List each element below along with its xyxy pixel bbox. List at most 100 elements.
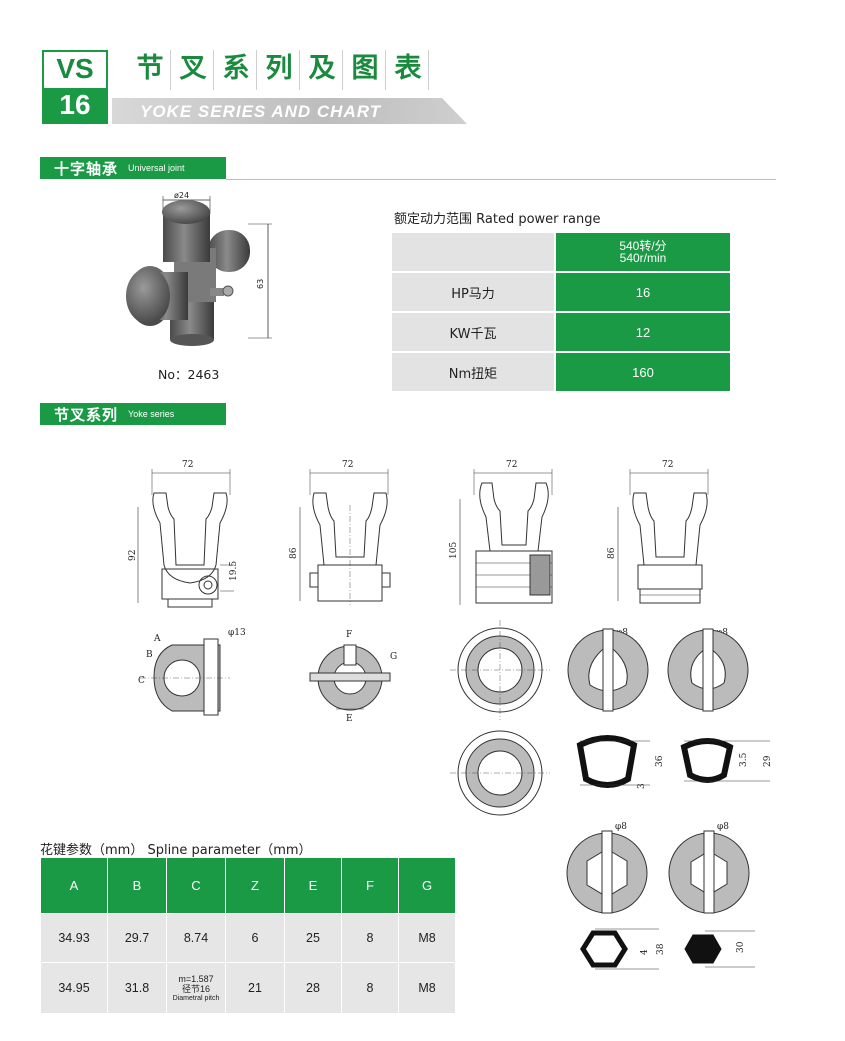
triangle-profile-2: 3.5 29 bbox=[680, 738, 773, 783]
dim-label: 86 bbox=[289, 547, 299, 559]
title-char: 表 bbox=[388, 50, 429, 90]
dim-label: 4 bbox=[640, 949, 650, 955]
yoke-4-drawing: 72 86 bbox=[607, 460, 709, 604]
table-row: KW千瓦 12 bbox=[390, 311, 732, 353]
triangle-bore-2: φ8 bbox=[667, 628, 749, 712]
table-cell: 31.8 bbox=[107, 962, 167, 1014]
table-cell: m=1.587 径节16 Diametral pitch bbox=[166, 962, 226, 1014]
phi-label: φ8 bbox=[615, 822, 627, 832]
dim-label: 72 bbox=[342, 460, 353, 470]
table-cell: 34.93 bbox=[40, 913, 108, 963]
dim-label: 72 bbox=[182, 460, 193, 470]
section-yoke-series: 节叉系列 Yoke series bbox=[40, 403, 226, 425]
col-header: F bbox=[341, 857, 399, 914]
table-row: 34.93 29.7 8.74 6 25 8 M8 bbox=[40, 913, 456, 963]
spline-table-title: 花键参数（mm） Spline parameter（mm） bbox=[40, 843, 312, 858]
section-title-cn: 节叉系列 bbox=[54, 405, 119, 424]
letter-label: E bbox=[346, 714, 353, 724]
bore-dim-label: φ13 bbox=[228, 628, 246, 638]
col-header: Z bbox=[225, 857, 285, 914]
triangle-bore-1: φ8 bbox=[567, 628, 649, 712]
table-cell: 25 bbox=[284, 913, 342, 963]
section-divider bbox=[226, 179, 776, 180]
table-row: 540转/分 540r/min bbox=[390, 231, 732, 273]
dim-label: 3 bbox=[637, 783, 647, 789]
series-code-bottom: 16 bbox=[44, 88, 106, 122]
dim-width-label: ø24 bbox=[174, 191, 189, 200]
speed-line2: 540r/min bbox=[619, 251, 667, 265]
speed-line1: 540转/分 bbox=[619, 239, 667, 253]
section-title-en: Yoke series bbox=[128, 409, 175, 419]
table-cell: 34.95 bbox=[40, 962, 108, 1014]
title-char: 系 bbox=[216, 50, 257, 90]
title-char: 及 bbox=[302, 50, 343, 90]
letter-label: F bbox=[346, 630, 352, 640]
col-header: G bbox=[398, 857, 456, 914]
power-label: HP马力 bbox=[390, 271, 556, 313]
dim-label: 86 bbox=[607, 547, 617, 559]
table-row: HP马力 16 bbox=[390, 271, 732, 313]
hex-drawings: φ8 φ8 4 38 30 bbox=[566, 822, 755, 970]
page-title-en: YOKE SERIES AND CHART bbox=[140, 102, 382, 121]
section-universal-joint: 十字轴承 Universal joint bbox=[40, 157, 226, 179]
page-title-cn: 节 叉 系 列 及 图 表 bbox=[130, 50, 429, 90]
letter-label: A bbox=[153, 634, 161, 644]
table-cell: M8 bbox=[398, 962, 456, 1014]
power-table: 540转/分 540r/min HP马力 16 KW千瓦 12 Nm扭矩 160 bbox=[390, 231, 732, 393]
cell-line: 径节16 bbox=[181, 983, 210, 994]
table-row: Nm扭矩 160 bbox=[390, 351, 732, 393]
section-2-drawing: F G E bbox=[309, 630, 397, 724]
yoke-3-drawing: 72 105 bbox=[449, 460, 553, 605]
dim-label: 29 bbox=[763, 755, 773, 767]
universal-joint-image: ø24 63 bbox=[126, 191, 272, 346]
dim-label: 36 bbox=[655, 755, 665, 767]
table-row: 34.95 31.8 m=1.587 径节16 Diametral pitch … bbox=[40, 962, 456, 1014]
hex-profile-1: 4 38 bbox=[580, 928, 666, 970]
col-header: B bbox=[107, 857, 167, 914]
dim-label: 72 bbox=[662, 460, 673, 470]
table-cell: 28 bbox=[284, 962, 342, 1014]
section-1-drawing: A B C φ13 bbox=[138, 628, 246, 716]
table-cell: 8 bbox=[341, 962, 399, 1014]
table-cell: 8.74 bbox=[166, 913, 226, 963]
table-cell: 6 bbox=[225, 913, 285, 963]
dim-label: 30 bbox=[736, 941, 746, 953]
table-cell: 29.7 bbox=[107, 913, 167, 963]
triangle-profile-1: 36 3 bbox=[576, 735, 665, 789]
hex-profile-2: 30 bbox=[684, 930, 755, 968]
table-cell: M8 bbox=[398, 913, 456, 963]
yoke-2-drawing: 72 86 bbox=[289, 460, 391, 605]
power-table-title: 额定动力范围 Rated power range bbox=[394, 212, 601, 227]
dim-label: 19.5 bbox=[229, 561, 239, 581]
letter-label: B bbox=[146, 650, 153, 660]
title-banner bbox=[112, 98, 467, 124]
speed-header: 540转/分 540r/min bbox=[554, 231, 732, 273]
part-number: No：2463 bbox=[158, 367, 220, 382]
yoke-drawings: 72 92 19.5 72 86 72 105 bbox=[128, 460, 773, 816]
spline-bore-2 bbox=[450, 730, 550, 816]
table-cell: 8 bbox=[341, 913, 399, 963]
dim-height-label: 63 bbox=[256, 279, 265, 289]
dim-label: 72 bbox=[506, 460, 517, 470]
power-value: 12 bbox=[554, 311, 732, 353]
spline-table: A B C Z E F G 34.93 29.7 8.74 6 25 8 M8 … bbox=[40, 857, 456, 1014]
cell-line: Diametral pitch bbox=[172, 994, 220, 1002]
series-code-top: VS bbox=[56, 53, 94, 84]
col-header: E bbox=[284, 857, 342, 914]
title-char: 叉 bbox=[173, 50, 214, 90]
section-title-cn: 十字轴承 bbox=[54, 159, 119, 178]
col-header: A bbox=[40, 857, 108, 914]
letter-label: C bbox=[138, 676, 145, 686]
hex-bore-1: φ8 bbox=[566, 822, 648, 914]
dim-label: 3.5 bbox=[739, 752, 749, 767]
phi-label: φ8 bbox=[717, 822, 729, 832]
power-label: KW千瓦 bbox=[390, 311, 556, 353]
cell-line: m=1.587 bbox=[178, 973, 214, 984]
section-title-en: Universal joint bbox=[128, 163, 185, 173]
power-value: 16 bbox=[554, 271, 732, 313]
power-value: 160 bbox=[554, 351, 732, 393]
dim-label: 92 bbox=[128, 550, 138, 561]
title-char: 图 bbox=[345, 50, 386, 90]
col-header: C bbox=[166, 857, 226, 914]
table-header-row: A B C Z E F G bbox=[40, 857, 456, 914]
